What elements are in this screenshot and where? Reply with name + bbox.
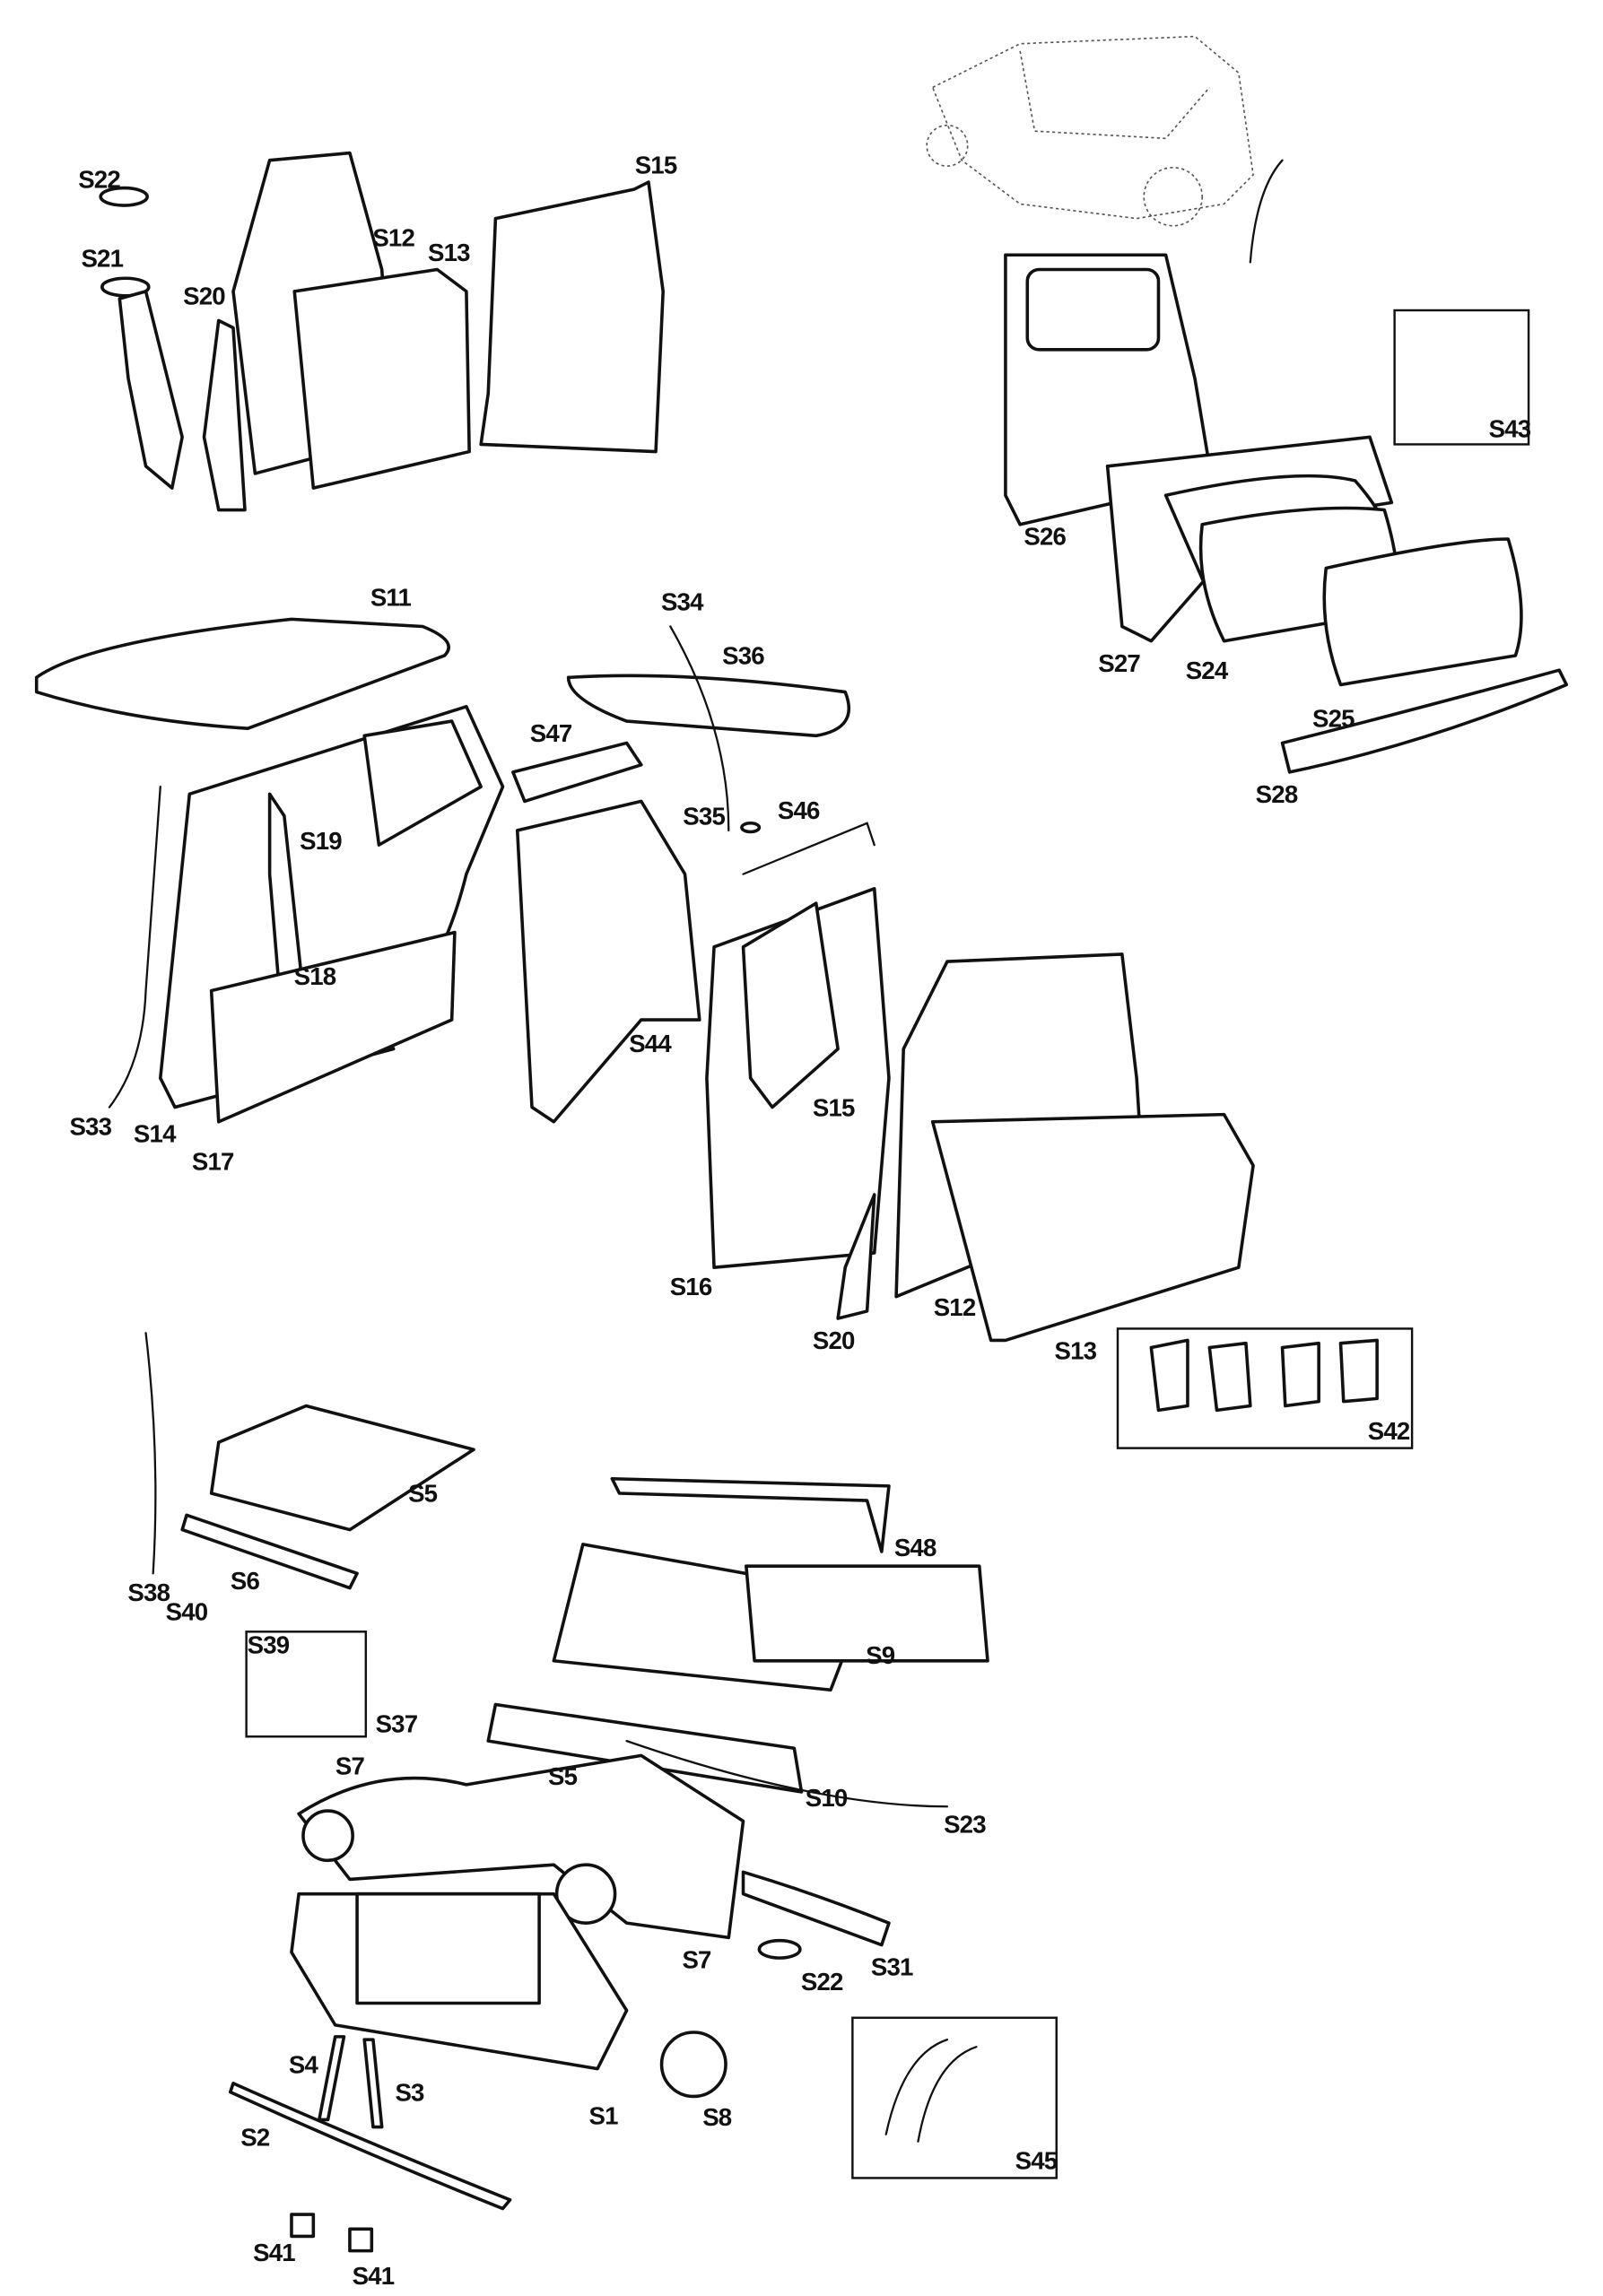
part-label-s36: S36 (722, 642, 764, 670)
part-label-s37: S37 (376, 1709, 418, 1737)
part-label-s16: S16 (670, 1273, 712, 1300)
part-label-s22: S22 (78, 166, 120, 194)
part-label-s18: S18 (294, 962, 336, 990)
roof-panel (34, 617, 450, 730)
part-label-s28: S28 (1256, 780, 1298, 808)
part-label-s17: S17 (192, 1147, 234, 1175)
part-label-s42: S42 (1368, 1417, 1410, 1445)
part-label-s20: S20 (183, 282, 225, 309)
part-label-s12: S12 (934, 1293, 976, 1321)
part-label-s48: S48 (894, 1534, 937, 1561)
part-label-s13: S13 (428, 239, 470, 266)
part-label-s5: S5 (408, 1480, 438, 1508)
part-label-s34: S34 (661, 588, 704, 616)
part-label-s46: S46 (778, 796, 820, 824)
part-label-s15: S15 (635, 151, 677, 178)
part-label-s7: S7 (682, 1946, 711, 1974)
part-label-s15: S15 (813, 1093, 855, 1121)
part-label-s10: S10 (806, 1784, 848, 1812)
part-label-s26: S26 (1024, 523, 1066, 551)
part-label-s1: S1 (589, 2101, 619, 2129)
part-label-s19: S19 (300, 827, 342, 855)
part-label-s22: S22 (801, 1968, 843, 1996)
part-label-s38: S38 (127, 1578, 170, 1606)
part-label-s41: S41 (253, 2239, 295, 2266)
front-end-group (144, 1332, 989, 2253)
part-label-s45: S45 (1015, 2147, 1058, 2175)
part-label-s21: S21 (81, 244, 123, 272)
part-label-s47: S47 (530, 719, 572, 747)
part-label-s14: S14 (134, 1120, 177, 1148)
part-label-s23: S23 (944, 1810, 986, 1838)
side-door-group-top (99, 151, 665, 512)
part-label-s24: S24 (1186, 657, 1229, 684)
part-label-s25: S25 (1312, 705, 1355, 733)
wheel-arch-inset-box (851, 2016, 1058, 2179)
reference-car-outline (926, 35, 1284, 264)
part-label-s4: S4 (289, 2050, 319, 2078)
part-label-s13: S13 (1055, 1337, 1097, 1365)
part-label-s2: S2 (240, 2124, 270, 2152)
part-label-s8: S8 (702, 2103, 732, 2131)
part-label-s5: S5 (548, 1762, 578, 1790)
part-label-s27: S27 (1098, 649, 1140, 677)
part-label-s44: S44 (629, 1030, 672, 1057)
hinge-inset-box (1116, 1327, 1414, 1449)
stay-inset-box (245, 1631, 368, 1738)
part-label-s35: S35 (683, 802, 725, 830)
part-label-s6: S6 (231, 1567, 260, 1595)
part-label-s31: S31 (871, 1953, 913, 1981)
part-label-s40: S40 (166, 1597, 208, 1625)
part-label-s43: S43 (1489, 414, 1531, 442)
rear-panels-group (1004, 253, 1569, 774)
part-label-s11: S11 (370, 584, 412, 612)
part-label-s9: S9 (866, 1641, 895, 1669)
part-label-s33: S33 (69, 1112, 111, 1140)
part-label-s20: S20 (813, 1326, 855, 1354)
part-label-s3: S3 (395, 2078, 424, 2106)
body-side-group (108, 625, 1255, 1343)
part-label-s41: S41 (353, 2262, 395, 2290)
part-label-s39: S39 (248, 1631, 290, 1659)
part-label-s7: S7 (335, 1752, 365, 1779)
part-label-s12: S12 (372, 224, 414, 252)
